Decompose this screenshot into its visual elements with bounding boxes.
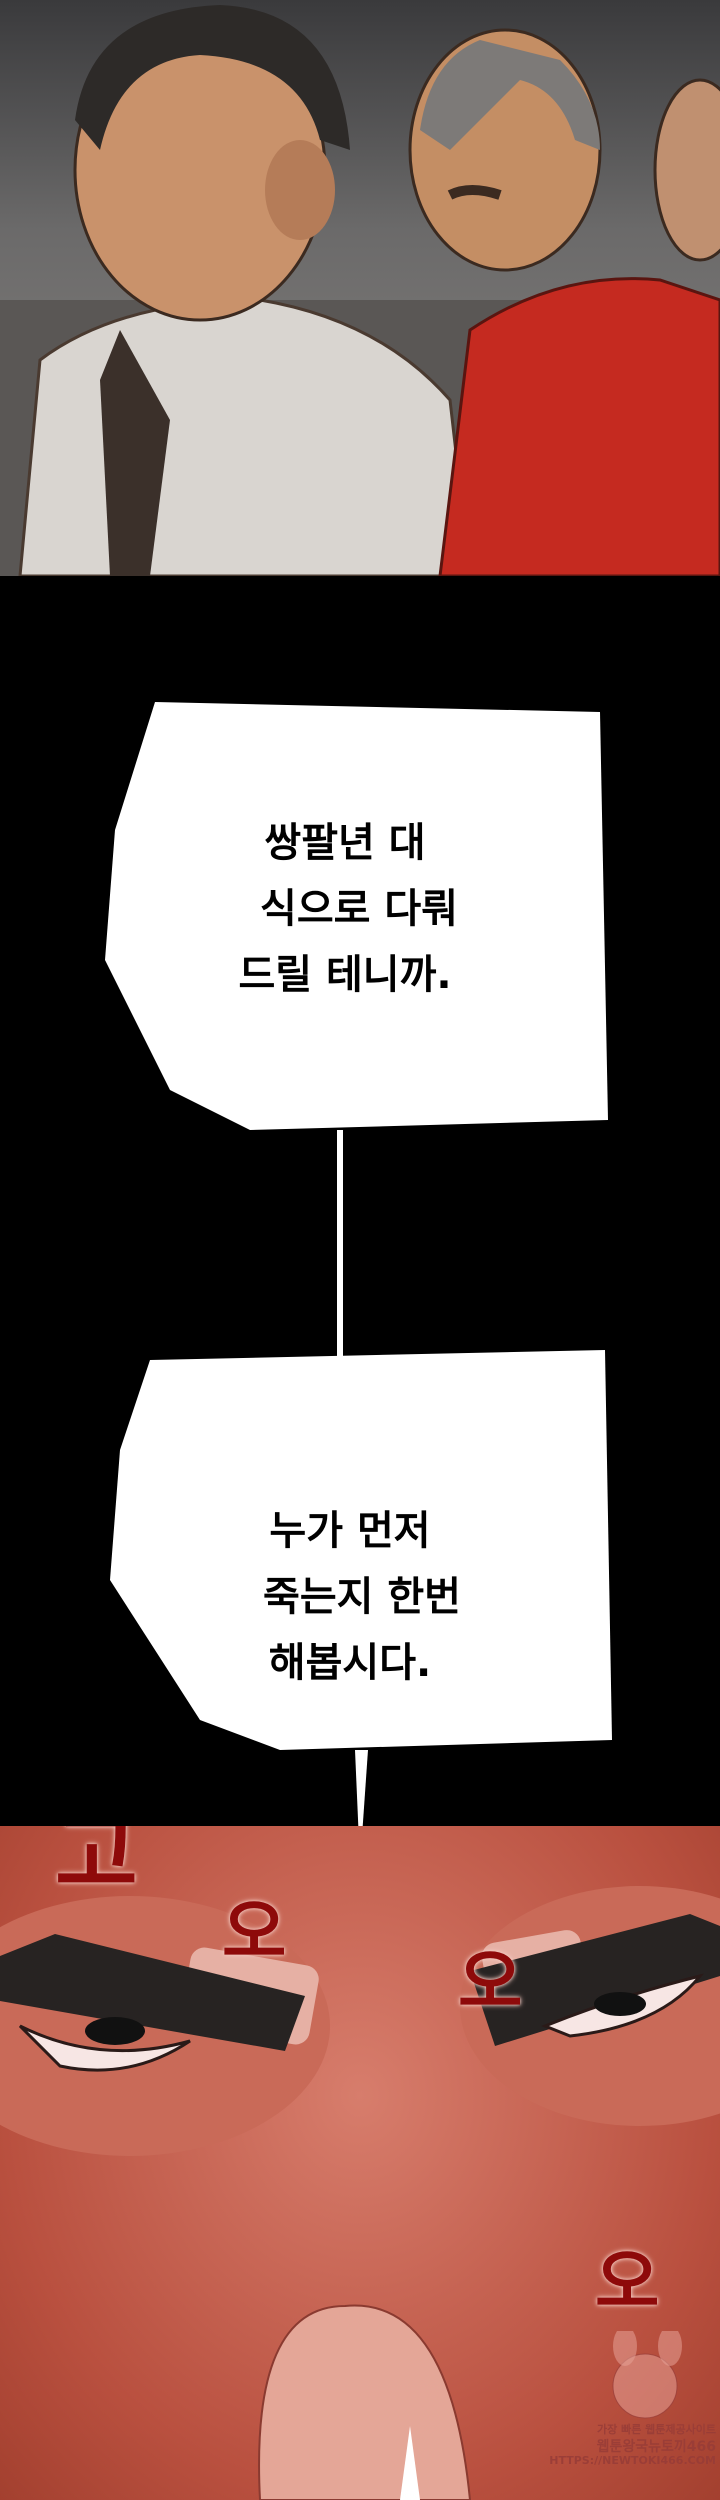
watermark-line: 웹툰왕국뉴토끼466	[596, 2439, 716, 2455]
speech-bubble-2-line: 죽는지 한번	[263, 1574, 461, 1620]
watermark-mascot-icon	[612, 2331, 682, 2419]
sfx-letter: 고	[55, 1826, 138, 1907]
speech-bubble-1-line: 식으로 다뤄	[260, 886, 458, 932]
watermark-line: 가장 빠른 웹툰제공사이트	[597, 2423, 716, 2436]
speech-bubble-2-line: 해봅시다.	[268, 1640, 432, 1686]
sfx-letter: 오	[595, 2241, 660, 2323]
speech-bubble-1: 쌍팔년 대 식으로 다뤄 드릴 테니까.	[0, 690, 720, 1250]
watermark-line: HTTPS://NEWTOKI466.COM	[549, 2454, 716, 2467]
speech-bubble-2-shape	[110, 1250, 612, 1865]
speech-bubble-2: 누가 먼저 죽는지 한번 해봅시다.	[0, 1250, 720, 1910]
speech-bubble-1-line: 쌍팔년 대	[264, 820, 426, 866]
speech-bubble-1-shape	[105, 702, 608, 1250]
sfx-letter: 오	[458, 1941, 523, 2023]
speech-bubble-2-line: 누가 먼저	[269, 1508, 431, 1554]
startled-men-illustration	[0, 5, 720, 576]
speech-bubble-1-line: 드릴 테니까.	[238, 952, 452, 998]
angry-face-illustration	[0, 1886, 720, 2500]
sfx-letter: 오	[222, 1891, 287, 1973]
panel-startled-men	[0, 0, 720, 576]
panel-angry-face: 고 오 오 오 가장 빠른 웹툰제공사이트 웹툰왕국뉴토끼466 HTTPS:/…	[0, 1826, 720, 2500]
